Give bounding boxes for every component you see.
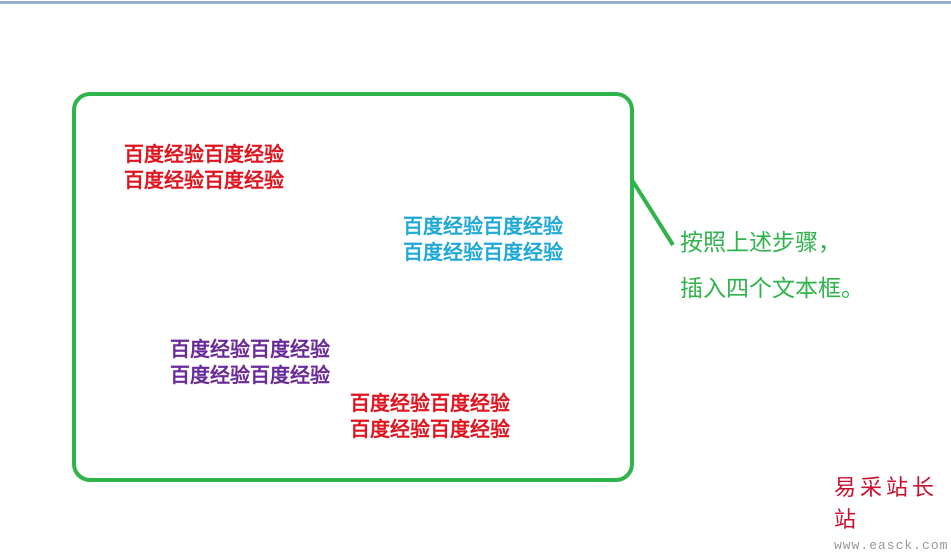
top-border-line xyxy=(0,1,951,4)
text-box-3[interactable]: 百度经验百度经验 百度经验百度经验 xyxy=(170,336,330,388)
text-line: 百度经验百度经验 xyxy=(124,142,284,166)
callout-line: 按照上述步骤， xyxy=(680,230,841,256)
text-line: 百度经验百度经验 xyxy=(350,391,510,415)
text-line: 百度经验百度经验 xyxy=(350,417,510,441)
watermark-title: 易采站长站 xyxy=(834,476,939,533)
text-line: 百度经验百度经验 xyxy=(403,214,563,238)
callout-line: 插入四个文本框。 xyxy=(680,276,864,302)
watermark: 易采站长站 www.easck.com xyxy=(834,470,951,553)
text-box-4[interactable]: 百度经验百度经验 百度经验百度经验 xyxy=(350,390,510,442)
text-line: 百度经验百度经验 xyxy=(170,363,330,387)
watermark-url: www.easck.com xyxy=(834,538,949,553)
text-line: 百度经验百度经验 xyxy=(403,240,563,264)
text-box-1[interactable]: 百度经验百度经验 百度经验百度经验 xyxy=(124,141,284,193)
callout-text: 按照上述步骤， 插入四个文本框。 xyxy=(680,220,864,312)
slide-frame xyxy=(72,92,634,482)
text-line: 百度经验百度经验 xyxy=(124,168,284,192)
text-line: 百度经验百度经验 xyxy=(170,337,330,361)
text-box-2[interactable]: 百度经验百度经验 百度经验百度经验 xyxy=(403,213,563,265)
callout-connector xyxy=(630,178,675,247)
